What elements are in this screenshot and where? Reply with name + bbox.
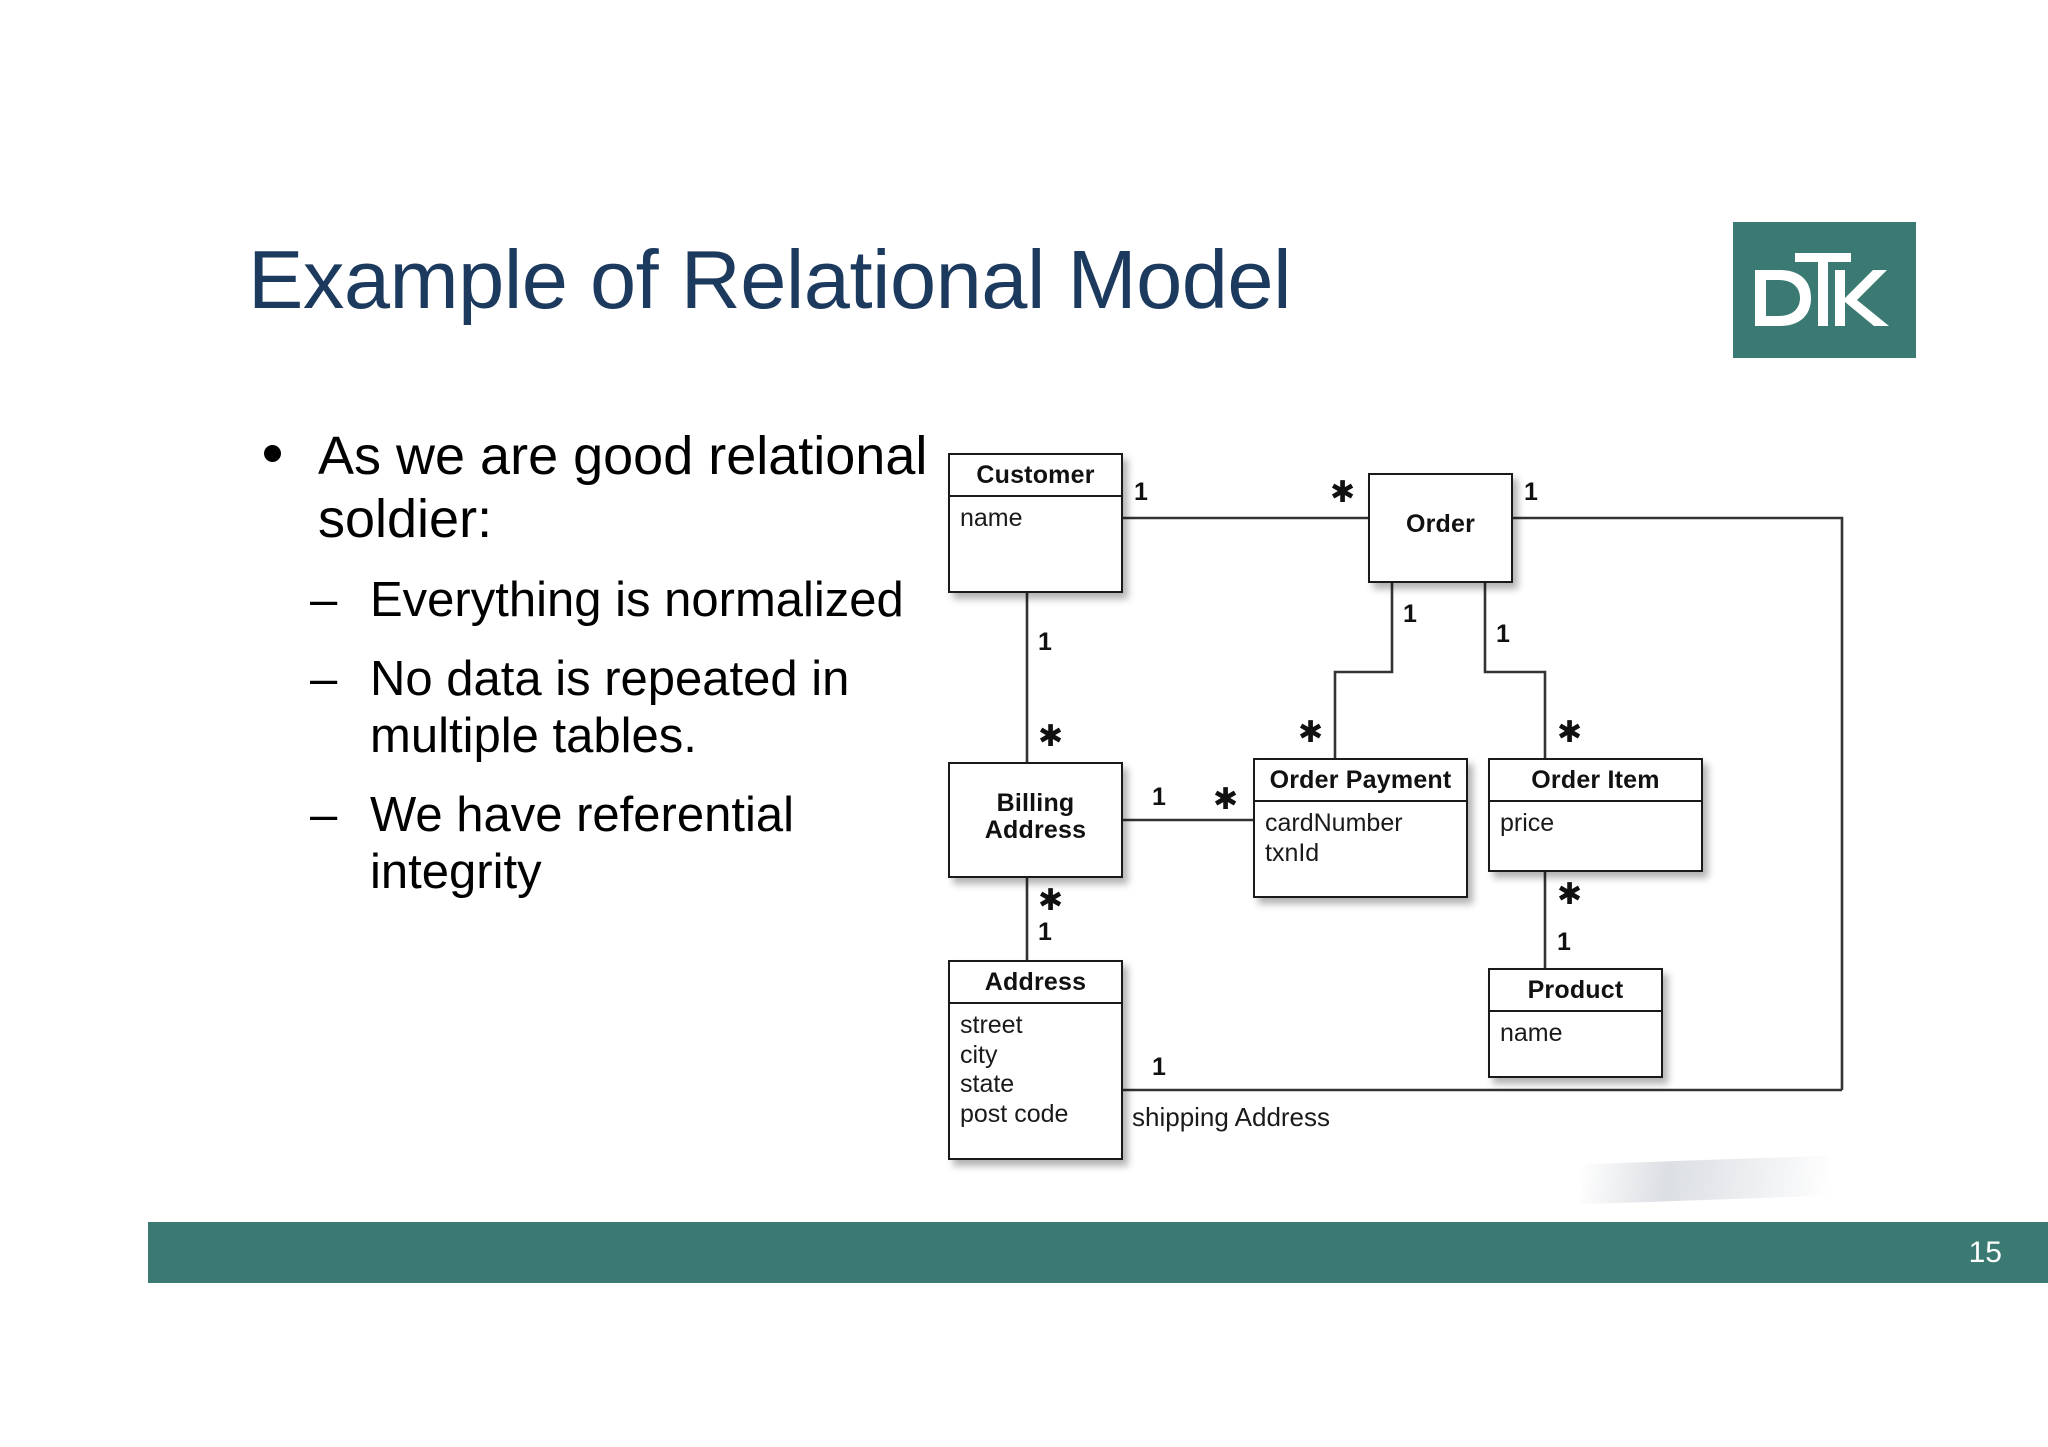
uml-class-billing-address[interactable]: Billing Address xyxy=(948,762,1123,878)
uml-class-order-payment[interactable]: Order Payment cardNumber txnId xyxy=(1253,758,1468,898)
uml-attribute: cardNumber xyxy=(1265,809,1403,837)
uml-class-product[interactable]: Product name xyxy=(1488,968,1663,1078)
uml-attribute: street xyxy=(960,1011,1023,1039)
uml-class-address[interactable]: Address street city state post code xyxy=(948,960,1123,1160)
page-title: Example of Relational Model xyxy=(248,233,1292,326)
uml-attribute-list: cardNumber txnId xyxy=(1255,802,1466,876)
dtk-logo-mark xyxy=(1755,253,1889,326)
dash-bullet-icon: – xyxy=(310,573,338,628)
multiplicity-billing-top: ✱ xyxy=(1038,720,1064,753)
uml-attribute: state xyxy=(960,1070,1015,1098)
multiplicity-product-top: 1 xyxy=(1557,928,1571,956)
sub-bullet-item: – Everything is normalized xyxy=(248,572,928,629)
sub-bullet-item: – No data is repeated in multiple tables… xyxy=(248,651,928,765)
page-number: 15 xyxy=(1968,1235,2002,1269)
multiplicity-item-top: ✱ xyxy=(1557,716,1583,749)
multiplicity-order-left: ✱ xyxy=(1330,476,1356,509)
uml-connector-lines xyxy=(1025,516,1844,1092)
uml-attribute-list: name xyxy=(1490,1012,1661,1057)
multiplicity-payment-top: ✱ xyxy=(1298,716,1324,749)
multiplicity-item-bottom: ✱ xyxy=(1557,878,1583,911)
uml-attribute: price xyxy=(1500,809,1555,837)
uml-attribute: txnId xyxy=(1265,838,1320,867)
multiplicity-order-right: 1 xyxy=(1524,478,1538,506)
footer-bar: 15 xyxy=(148,1222,2048,1283)
uml-class-name: Order Payment xyxy=(1269,766,1452,794)
bullet-list: As we are good relational soldier: – Eve… xyxy=(248,425,928,900)
uml-class-name-line1: Billing xyxy=(996,789,1075,817)
sub-bullet-text: No data is repeated in multiple tables. xyxy=(370,652,850,763)
multiplicity-address-right: 1 xyxy=(1152,1053,1166,1081)
dash-bullet-icon: – xyxy=(310,787,338,842)
uml-class-name: Product xyxy=(1527,976,1624,1004)
uml-compartment-separator xyxy=(950,495,1121,497)
uml-attribute: city xyxy=(960,1040,998,1069)
sub-bullet-item: – We have referential integrity xyxy=(248,787,928,901)
uml-attribute-list: name xyxy=(950,497,1121,542)
bullet-dot-icon xyxy=(264,445,281,462)
sub-bullet-text: We have referential integrity xyxy=(370,787,794,899)
uml-compartment-separator xyxy=(950,1002,1121,1004)
uml-attribute-list: street city state post code xyxy=(950,1004,1121,1137)
uml-class-name-line2: Address xyxy=(984,816,1087,844)
sub-bullet-text: Everything is normalized xyxy=(370,573,904,628)
uml-class-name: Order Item xyxy=(1531,766,1660,794)
multiplicity-address-top: 1 xyxy=(1038,918,1052,946)
dtk-logo xyxy=(1733,222,1916,358)
multiplicity-billing-bottom: ✱ xyxy=(1038,884,1064,917)
uml-class-name: Billing Address xyxy=(950,764,1121,850)
uml-class-order[interactable]: Order xyxy=(1368,473,1513,583)
dash-bullet-icon: – xyxy=(310,652,338,707)
uml-class-name: Order xyxy=(1405,510,1476,538)
multiplicity-customer-bottom: 1 xyxy=(1038,628,1052,656)
uml-class-diagram: Customer name Order Billing Address Orde… xyxy=(900,440,1960,1180)
uml-attribute: name xyxy=(1500,1019,1563,1047)
edge-label-shipping-address: shipping Address xyxy=(1132,1102,1331,1132)
multiplicity-customer-right: 1 xyxy=(1134,478,1148,506)
multiplicity-order-to-item: 1 xyxy=(1496,620,1510,648)
uml-compartment-separator xyxy=(1490,1010,1661,1012)
bullet-lead-text: As we are good relational soldier: xyxy=(318,426,928,549)
uml-class-name: Address xyxy=(984,968,1087,996)
uml-class-name: Customer xyxy=(976,461,1095,489)
multiplicity-payment-left: ✱ xyxy=(1213,783,1239,816)
multiplicity-order-to-payment: 1 xyxy=(1403,600,1417,628)
uml-attribute: post code xyxy=(960,1099,1069,1128)
multiplicity-billing-right: 1 xyxy=(1152,783,1166,811)
uml-class-order-item[interactable]: Order Item price xyxy=(1488,758,1703,872)
uml-compartment-separator xyxy=(1490,800,1701,802)
bullet-lead: As we are good relational soldier: xyxy=(248,425,928,550)
uml-compartment-separator xyxy=(1255,800,1466,802)
uml-class-customer[interactable]: Customer name xyxy=(948,453,1123,593)
uml-attribute-list: price xyxy=(1490,802,1701,847)
uml-attribute: name xyxy=(960,504,1023,532)
